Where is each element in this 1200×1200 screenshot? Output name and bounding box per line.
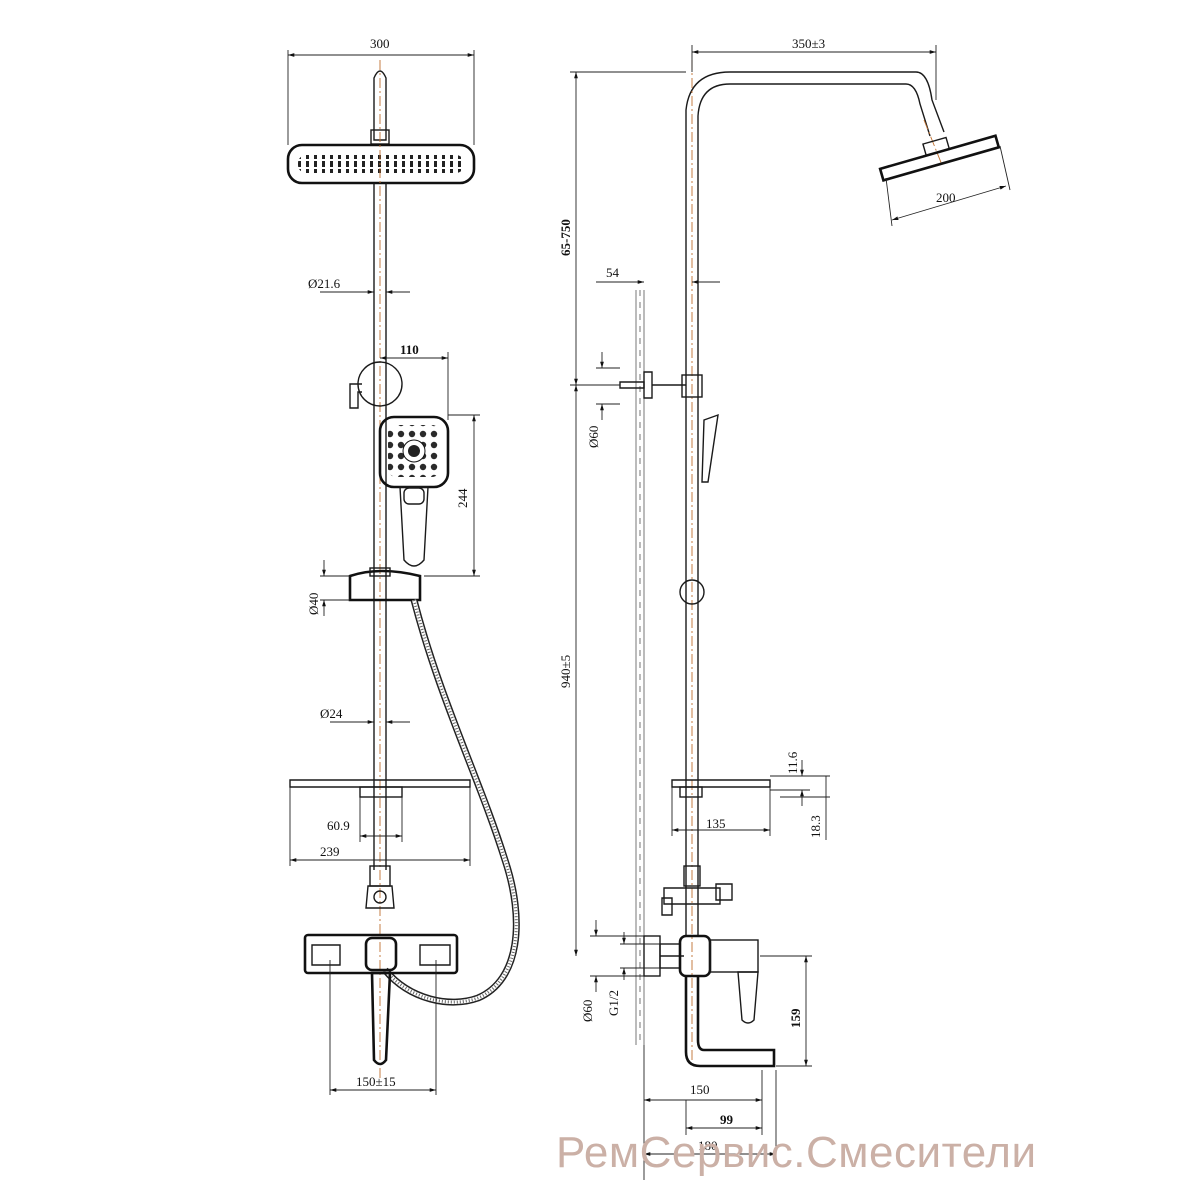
- side-diverter: [683, 865, 701, 887]
- dim-lower-rod-diameter: Ø24: [320, 706, 343, 721]
- mixer-lever-base: [364, 936, 398, 972]
- dim-rod-diameter: Ø21.6: [308, 276, 341, 291]
- dim-spout-height: 159: [788, 1008, 803, 1028]
- shower-head: [286, 143, 476, 185]
- dim-height-range: 65-750: [558, 219, 573, 256]
- dim-thread: G1/2: [606, 990, 621, 1016]
- side-holder: [701, 413, 719, 483]
- dim-shelf-depth: 135: [706, 816, 726, 831]
- holder-knob: [349, 383, 362, 409]
- upper-bracket: [643, 371, 653, 399]
- dim-spout-99: 99: [720, 1112, 734, 1127]
- side-spout: [684, 976, 776, 1068]
- side-lever: [737, 971, 759, 1024]
- hand-shower-handle: [399, 486, 429, 567]
- mixer-body: [303, 933, 459, 975]
- slider: [348, 569, 422, 602]
- side-mixer-body: [678, 934, 712, 978]
- arm-drop: [915, 71, 945, 133]
- dim-handshower-length: 244: [455, 488, 470, 508]
- dim-shelf-inner: 60.9: [327, 818, 350, 833]
- hose: [382, 599, 520, 1006]
- side-view: 350±3 200 65-750 940±5 54 Ø60 11.6 18.3: [558, 36, 1011, 1180]
- front-spout: [370, 971, 392, 1066]
- dim-wall-offset: 54: [606, 265, 620, 280]
- dim-shelf-height: 18.3: [808, 815, 823, 838]
- dim-shelf-thickness: 11.6: [785, 751, 800, 774]
- side-shower-head: [878, 134, 1001, 182]
- side-flange: [643, 935, 661, 977]
- shower-head-nozzles: [298, 155, 464, 173]
- dim-mixer-spacing: 150±15: [356, 1074, 396, 1089]
- watermark: РемСервис.Смесители: [556, 1128, 1037, 1177]
- dim-holder-offset: 110: [400, 342, 419, 357]
- dim-spout-180: 180: [698, 1138, 718, 1153]
- dim-shelf-width: 239: [320, 844, 340, 859]
- dim-flange-top: Ø60: [586, 426, 601, 448]
- dim-flange-bottom: Ø60: [580, 1000, 595, 1022]
- dim-head-width: 300: [370, 36, 390, 51]
- dim-slider-diameter: Ø40: [306, 593, 321, 615]
- riser-outer: [685, 71, 916, 935]
- dim-spout-150: 150: [690, 1082, 710, 1097]
- front-view: 300 Ø21.6 110 244 Ø40 Ø24 60.9 239 150±1…: [286, 36, 520, 1095]
- dim-rod-height: 940±5: [558, 655, 573, 688]
- dim-head-diameter: 200: [936, 190, 956, 205]
- side-slider: [679, 579, 705, 605]
- dim-arm-reach: 350±3: [792, 36, 825, 51]
